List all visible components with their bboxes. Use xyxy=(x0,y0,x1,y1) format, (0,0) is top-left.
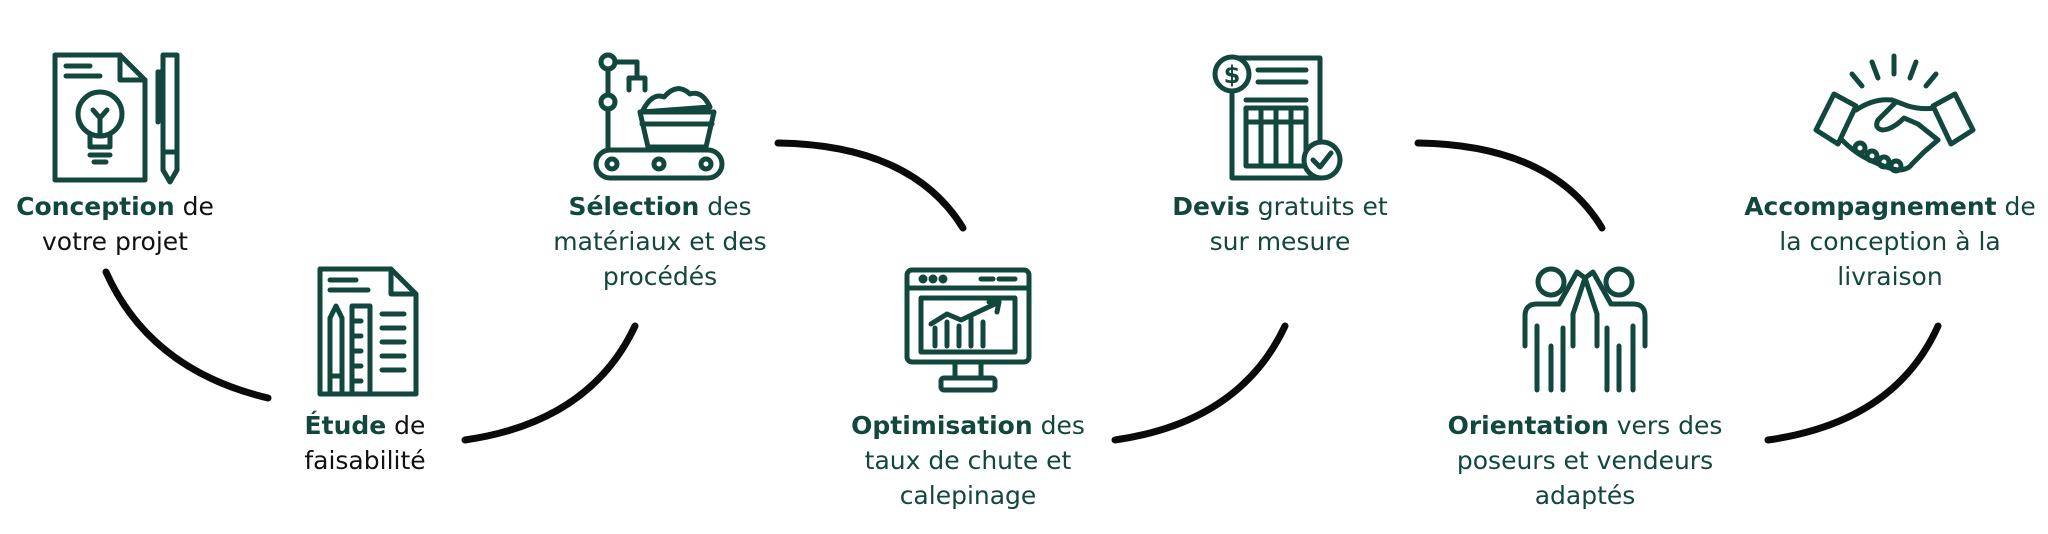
step-label-bold: Sélection xyxy=(568,192,700,221)
step-label-bold: Accompagnement xyxy=(1744,192,1997,221)
step-label-line2: votre projet xyxy=(42,227,188,256)
step-label-line3: procédés xyxy=(602,262,718,291)
step-label-bold: Étude xyxy=(304,411,387,440)
step-label-conception: Conception de votre projet xyxy=(15,189,215,259)
step-label-bold: Orientation xyxy=(1447,411,1609,440)
step-label-etude: Étude de faisabilité xyxy=(270,408,460,478)
step-label-line2: la conception à la xyxy=(1779,227,2001,256)
handshake-icon xyxy=(1812,52,1977,182)
invoice-dollar-check-icon: $ xyxy=(1210,52,1345,182)
step-label-line3: adaptés xyxy=(1534,481,1636,510)
step-label-line3: livraison xyxy=(1837,262,1943,291)
document-ruler-icon xyxy=(316,266,421,398)
factory-robot-arm-conveyor-icon xyxy=(592,52,727,182)
step-label-text: vers des xyxy=(1608,411,1723,440)
step-label-selection: Sélection des matériaux et des procédés xyxy=(540,189,780,294)
lightbulb-document-pencil-icon xyxy=(50,52,190,187)
step-label-text: gratuits et xyxy=(1249,192,1388,221)
step-label-bold: Devis xyxy=(1172,192,1250,221)
connector-arc-1 xyxy=(102,268,272,402)
step-label-accompagnement: Accompagnement de la conception à la liv… xyxy=(1740,189,2040,294)
connector-arc-2 xyxy=(461,322,639,444)
connector-arc-3 xyxy=(774,139,967,232)
step-label-line2: poseurs et vendeurs xyxy=(1456,446,1714,475)
step-label-text: des xyxy=(699,192,752,221)
step-label-text: de xyxy=(1996,192,2036,221)
connector-arc-4 xyxy=(1111,322,1289,444)
step-label-line2: faisabilité xyxy=(304,446,426,475)
step-label-text: des xyxy=(1032,411,1085,440)
connector-arc-5 xyxy=(1414,139,1606,232)
connector-arc-6 xyxy=(1764,322,1942,444)
people-high-five-icon xyxy=(1515,266,1655,396)
step-label-line2: taux de chute et xyxy=(864,446,1072,475)
step-label-line3: calepinage xyxy=(899,481,1037,510)
step-label-text: de xyxy=(174,192,214,221)
step-label-line2: matériaux et des xyxy=(553,227,767,256)
step-label-text: de xyxy=(386,411,426,440)
step-label-devis: Devis gratuits et sur mesure xyxy=(1155,189,1405,259)
svg-text:$: $ xyxy=(1224,61,1241,89)
step-label-orientation: Orientation vers des poseurs et vendeurs… xyxy=(1440,408,1730,513)
monitor-bar-chart-icon xyxy=(903,266,1033,396)
step-label-bold: Optimisation xyxy=(851,411,1033,440)
step-label-optimisation: Optimisation des taux de chute et calepi… xyxy=(838,408,1098,513)
step-label-line2: sur mesure xyxy=(1209,227,1351,256)
step-label-bold: Conception xyxy=(16,192,175,221)
